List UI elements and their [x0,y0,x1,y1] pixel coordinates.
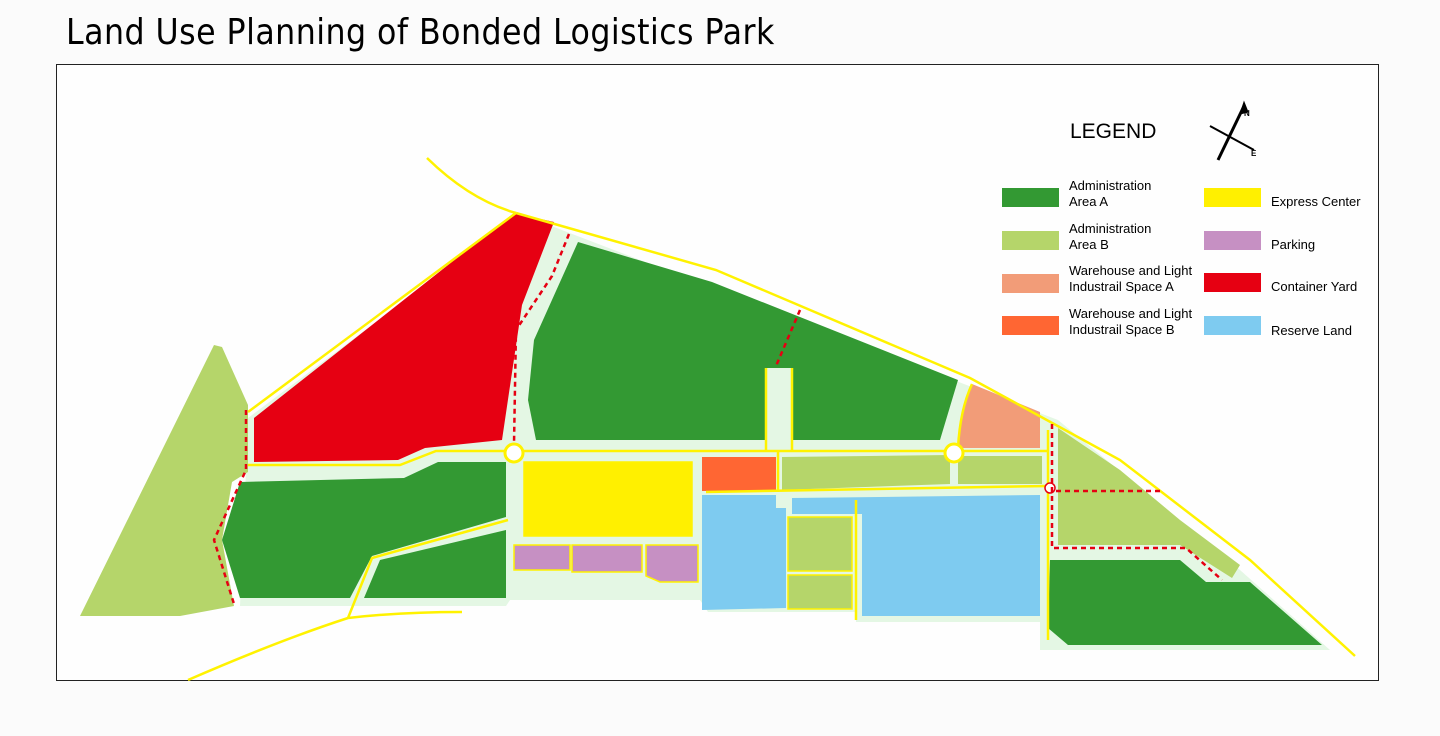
node-east [1044,482,1056,494]
parcel-express-center [524,462,692,536]
legend-swatch [1204,231,1261,250]
roads [187,157,1356,682]
path-central-north [512,233,571,445]
parcel-administration-area-b-small-1 [788,517,852,571]
dashed-paths [212,233,1223,605]
road-east-ramp [956,383,974,449]
parcel-container-yard [254,213,554,462]
parcel-reserve-land-east [792,495,1040,616]
legend-swatch [1204,316,1261,335]
compass-north-label: N [1244,109,1250,118]
legend-label: Express Center [1271,194,1361,209]
parcel-administration-area-b-center [782,455,950,490]
legend-swatch [1002,316,1059,335]
parcel-administration-area-a-west [222,462,506,598]
parcel-administration-area-b-west [80,345,248,616]
parcel-outlines [513,461,853,610]
road-southwest-link [346,518,509,619]
parcel-administration-area-a-southeast [1048,560,1322,645]
road-main-east-west [248,449,1048,467]
legend-swatch [1204,188,1261,207]
parcel-warehouse-space-a [958,384,1040,448]
parcel-administration-area-a-southwest [364,530,506,598]
compass-east-label: E [1251,149,1257,158]
parcel-administration-area-b-east [1058,428,1240,578]
legend-swatch [1002,274,1059,293]
roundabout-west [503,442,525,464]
legend-swatch [1204,273,1261,292]
legend-swatch [1002,231,1059,250]
legend-label: Reserve Land [1271,323,1352,338]
legend-label: Container Yard [1271,279,1358,294]
road-central-north [764,368,794,452]
compass-icon [1209,100,1255,161]
road-secondary-east-west [705,484,1049,494]
parcel-warehouse-space-b [702,457,776,491]
parcel-parking-3 [646,545,698,582]
legend-label: Administration Area B [1069,221,1152,252]
road-northwest-spur [426,157,517,215]
parcel-administration-area-a-north [528,242,958,440]
legend-swatch [1002,188,1059,207]
parcel-parking-2 [572,545,642,572]
path-north-connector [774,309,802,367]
parcel-administration-area-b-small-2 [788,575,852,609]
legend-label: Warehouse and Light Industrail Space B [1069,306,1193,337]
road-west-edge [247,211,517,414]
page-title: Land Use Planning of Bonded Logistics Pa… [66,12,775,53]
road-north-edge [515,211,1356,657]
road-south-diagonal [187,610,463,682]
parcel-reserve-land-west [702,495,786,610]
parcel-parking-1 [514,545,570,570]
path-west [212,410,248,605]
legend-title: LEGEND [1070,120,1157,143]
path-east [1050,424,1223,581]
roundabout-east [943,442,965,464]
legend-label: Warehouse and Light Industrail Space A [1069,263,1193,294]
legend-label: Parking [1271,237,1316,252]
parcels [80,213,1322,645]
parcel-administration-area-b-center-east [958,456,1042,484]
legend-label: Administration Area A [1069,178,1152,209]
